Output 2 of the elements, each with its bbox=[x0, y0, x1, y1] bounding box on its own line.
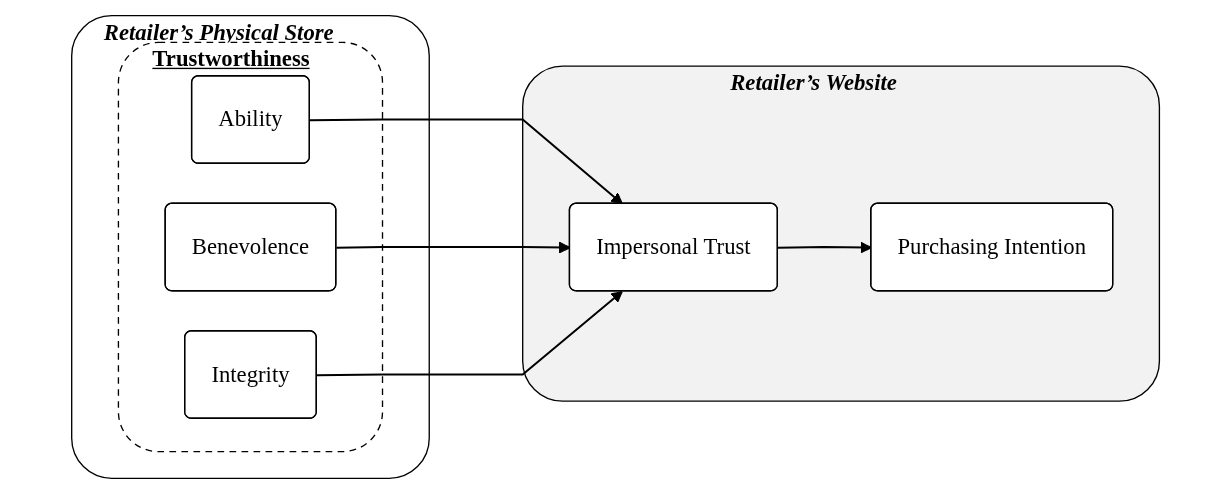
arrow bbox=[309, 118, 624, 205]
arrow bbox=[316, 290, 624, 377]
